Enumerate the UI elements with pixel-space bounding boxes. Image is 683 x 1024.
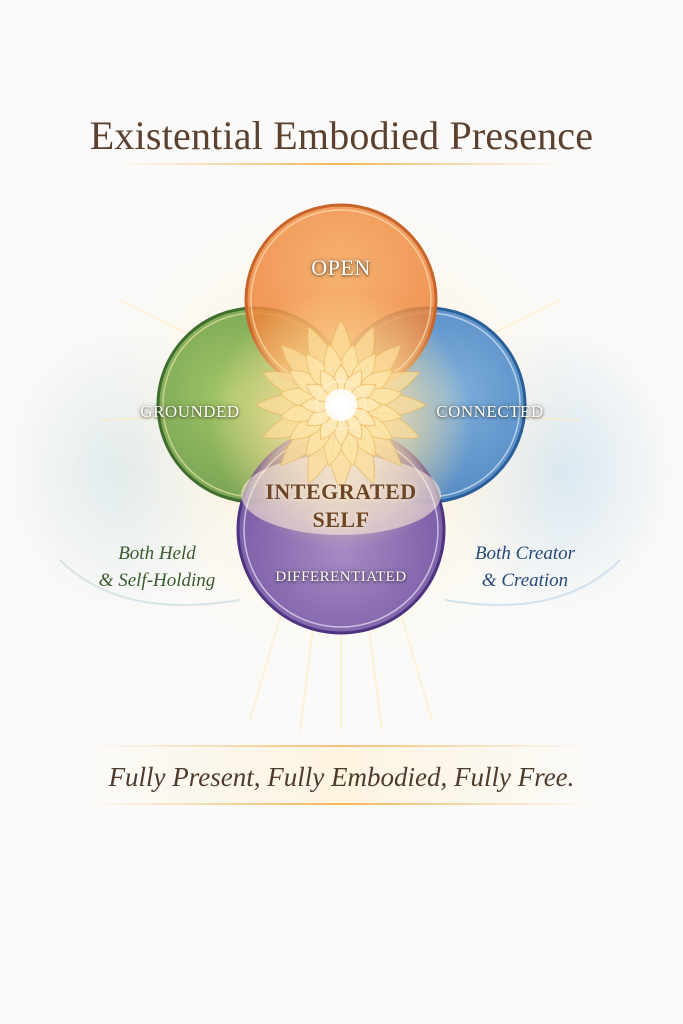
integrated-line1: INTEGRATED — [265, 479, 417, 504]
right-swoosh — [444, 559, 621, 606]
label-grounded: GROUNDED — [140, 402, 240, 421]
left-swoosh — [59, 559, 241, 606]
side-right-line1: Both Creator — [474, 543, 576, 564]
lotus-icon — [254, 318, 428, 492]
label-integrated-self: INTEGRATED SELF — [221, 478, 461, 534]
title-divider — [120, 163, 560, 165]
tagline-divider-top — [90, 745, 590, 747]
label-connected: CONNECTED — [436, 402, 544, 421]
side-left-line1: Both Held — [118, 543, 196, 564]
tagline: Fully Present, Fully Embodied, Fully Fre… — [108, 762, 575, 792]
label-differentiated: DIFFERENTIATED — [275, 569, 407, 585]
side-note-left: Both Held & Self-Holding — [72, 540, 242, 594]
side-right-line2: & Creation — [481, 570, 569, 591]
side-left-line2: & Self-Holding — [98, 570, 216, 591]
integrated-glow — [241, 455, 441, 535]
tagline-band — [90, 747, 590, 803]
tagline-divider-bottom — [90, 803, 590, 805]
side-note-right: Both Creator & Creation — [440, 540, 610, 594]
page-title: Existential Embodied Presence — [89, 113, 594, 158]
label-open: OPEN — [311, 255, 371, 280]
integrated-line2: SELF — [312, 507, 370, 532]
